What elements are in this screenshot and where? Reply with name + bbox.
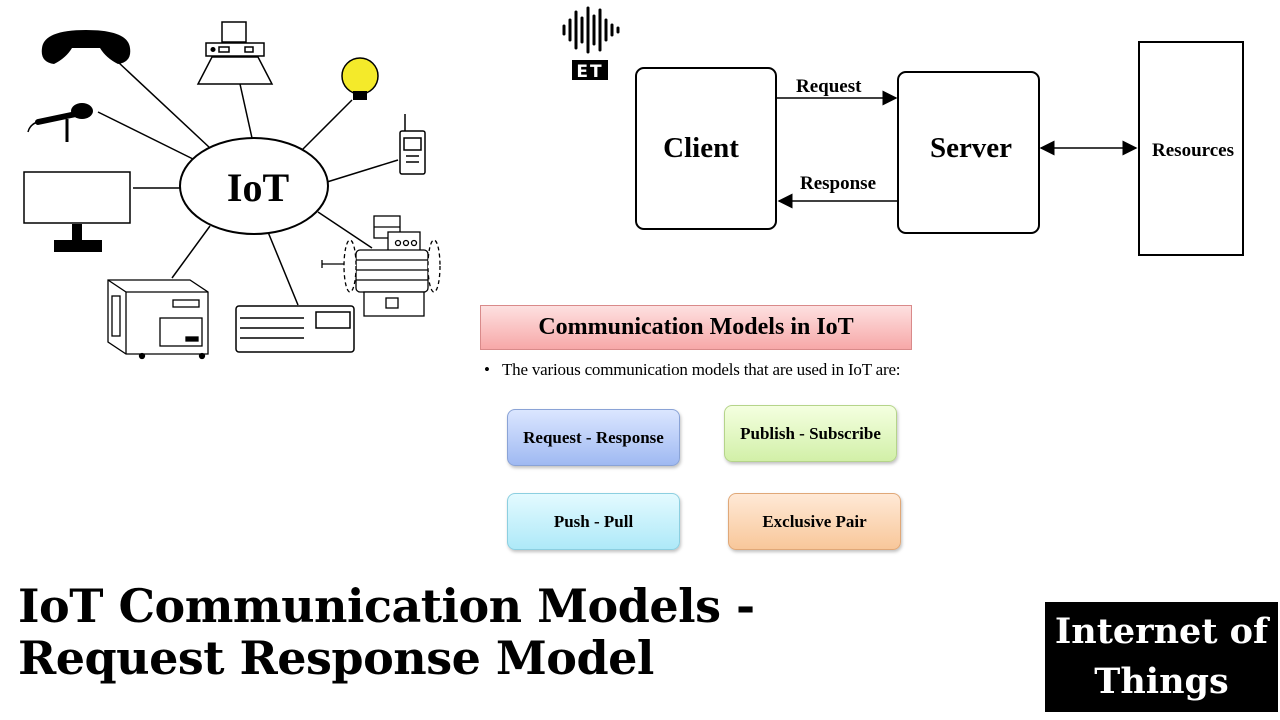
electric-motor-icon	[321, 215, 441, 317]
client-label: Client	[663, 132, 739, 164]
models-bullet-text: The various communication models that ar…	[502, 360, 901, 379]
light-bulb-icon	[341, 57, 379, 100]
resources-box	[1138, 41, 1244, 256]
microphone-icon	[27, 103, 93, 142]
response-label: Response	[800, 173, 876, 194]
iot-hub-label: IoT	[227, 165, 290, 210]
request-label: Request	[796, 76, 862, 97]
models-bullet: • The various communication models that …	[484, 360, 914, 380]
internet-of-things-badge: Internet of Things	[1045, 602, 1278, 712]
page-title-line-2: Request Response Model	[18, 631, 654, 685]
badge-line-2: Things	[1094, 661, 1229, 702]
server-label: Server	[930, 132, 1012, 164]
model-publish-subscribe-button[interactable]: Publish - Subscribe	[724, 405, 897, 462]
monitor-icon	[23, 171, 131, 252]
et-logo: ET	[562, 6, 620, 82]
communication-models-heading: Communication Models in IoT	[480, 305, 912, 350]
computer-icon	[196, 21, 274, 85]
client-box	[635, 67, 777, 230]
page-title: IoT Communication Models - Request Respo…	[18, 580, 1018, 684]
client-server-diagram: Client Server Resources Request Response	[635, 41, 1244, 256]
printer-icon	[107, 279, 209, 360]
model-exclusive-pair-button[interactable]: Exclusive Pair	[728, 493, 901, 550]
server-box	[897, 71, 1040, 234]
telephone-icon	[41, 30, 131, 64]
resources-label: Resources	[1152, 140, 1234, 161]
et-logo-text: ET	[576, 62, 603, 82]
badge-line-1: Internet of	[1054, 611, 1269, 652]
iot-device-diagram: IoT	[23, 21, 441, 360]
bullet-dot: •	[484, 360, 490, 379]
model-request-response-button[interactable]: Request - Response	[507, 409, 680, 466]
handheld-radio-icon	[399, 114, 426, 175]
page-title-line-1: IoT Communication Models -	[18, 579, 755, 633]
server-rack-icon	[235, 305, 355, 353]
model-push-pull-button[interactable]: Push - Pull	[507, 493, 680, 550]
